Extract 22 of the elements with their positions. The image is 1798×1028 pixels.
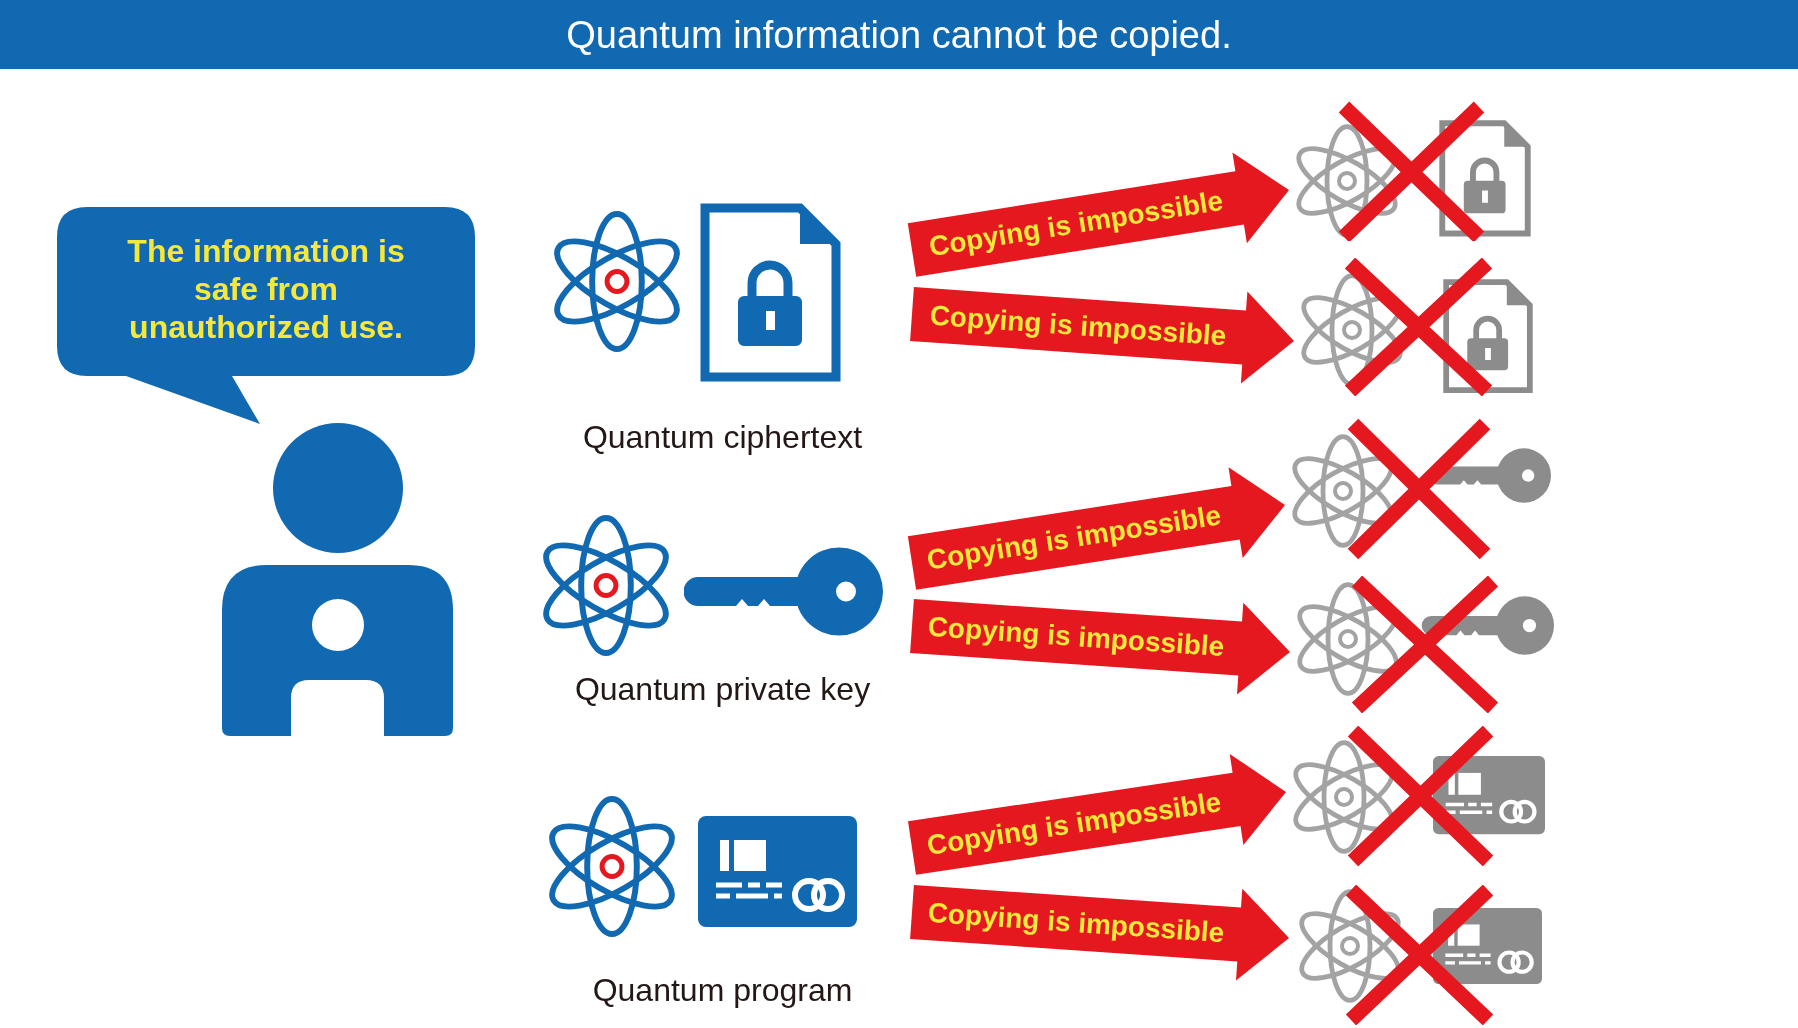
block-arrow [907,467,1285,590]
edge-label: Copying is impossible [926,612,1226,663]
block-arrow [907,152,1289,277]
edge-label: Copying is impossible [926,898,1225,949]
block-arrow [908,753,1286,875]
node-caption: Quantum program [592,972,853,1008]
bubble-text: The information is safe from unauthorized use. [126,232,406,346]
crossed-out-document-icon [1293,101,1532,241]
crossed-out-document-icon [1298,258,1533,396]
title-text: Quantum information cannot be copied. [566,12,1232,57]
edge-label: Copying is impossible [924,500,1223,576]
block-arrow [910,599,1290,695]
node-caption: Quantum private key [574,671,871,707]
block-arrow [910,885,1289,981]
crossed-out-key-icon [1294,576,1554,713]
edge-label: Copying is impossible [928,300,1228,352]
block-arrow [910,287,1294,384]
edge-label: Copying is impossible [925,786,1224,861]
crossed-out-key-icon [1289,418,1551,560]
crossed-out-card-icon [1290,726,1545,866]
edge-label: Copying is impossible [926,185,1225,263]
node-caption: Quantum ciphertext [582,419,863,455]
